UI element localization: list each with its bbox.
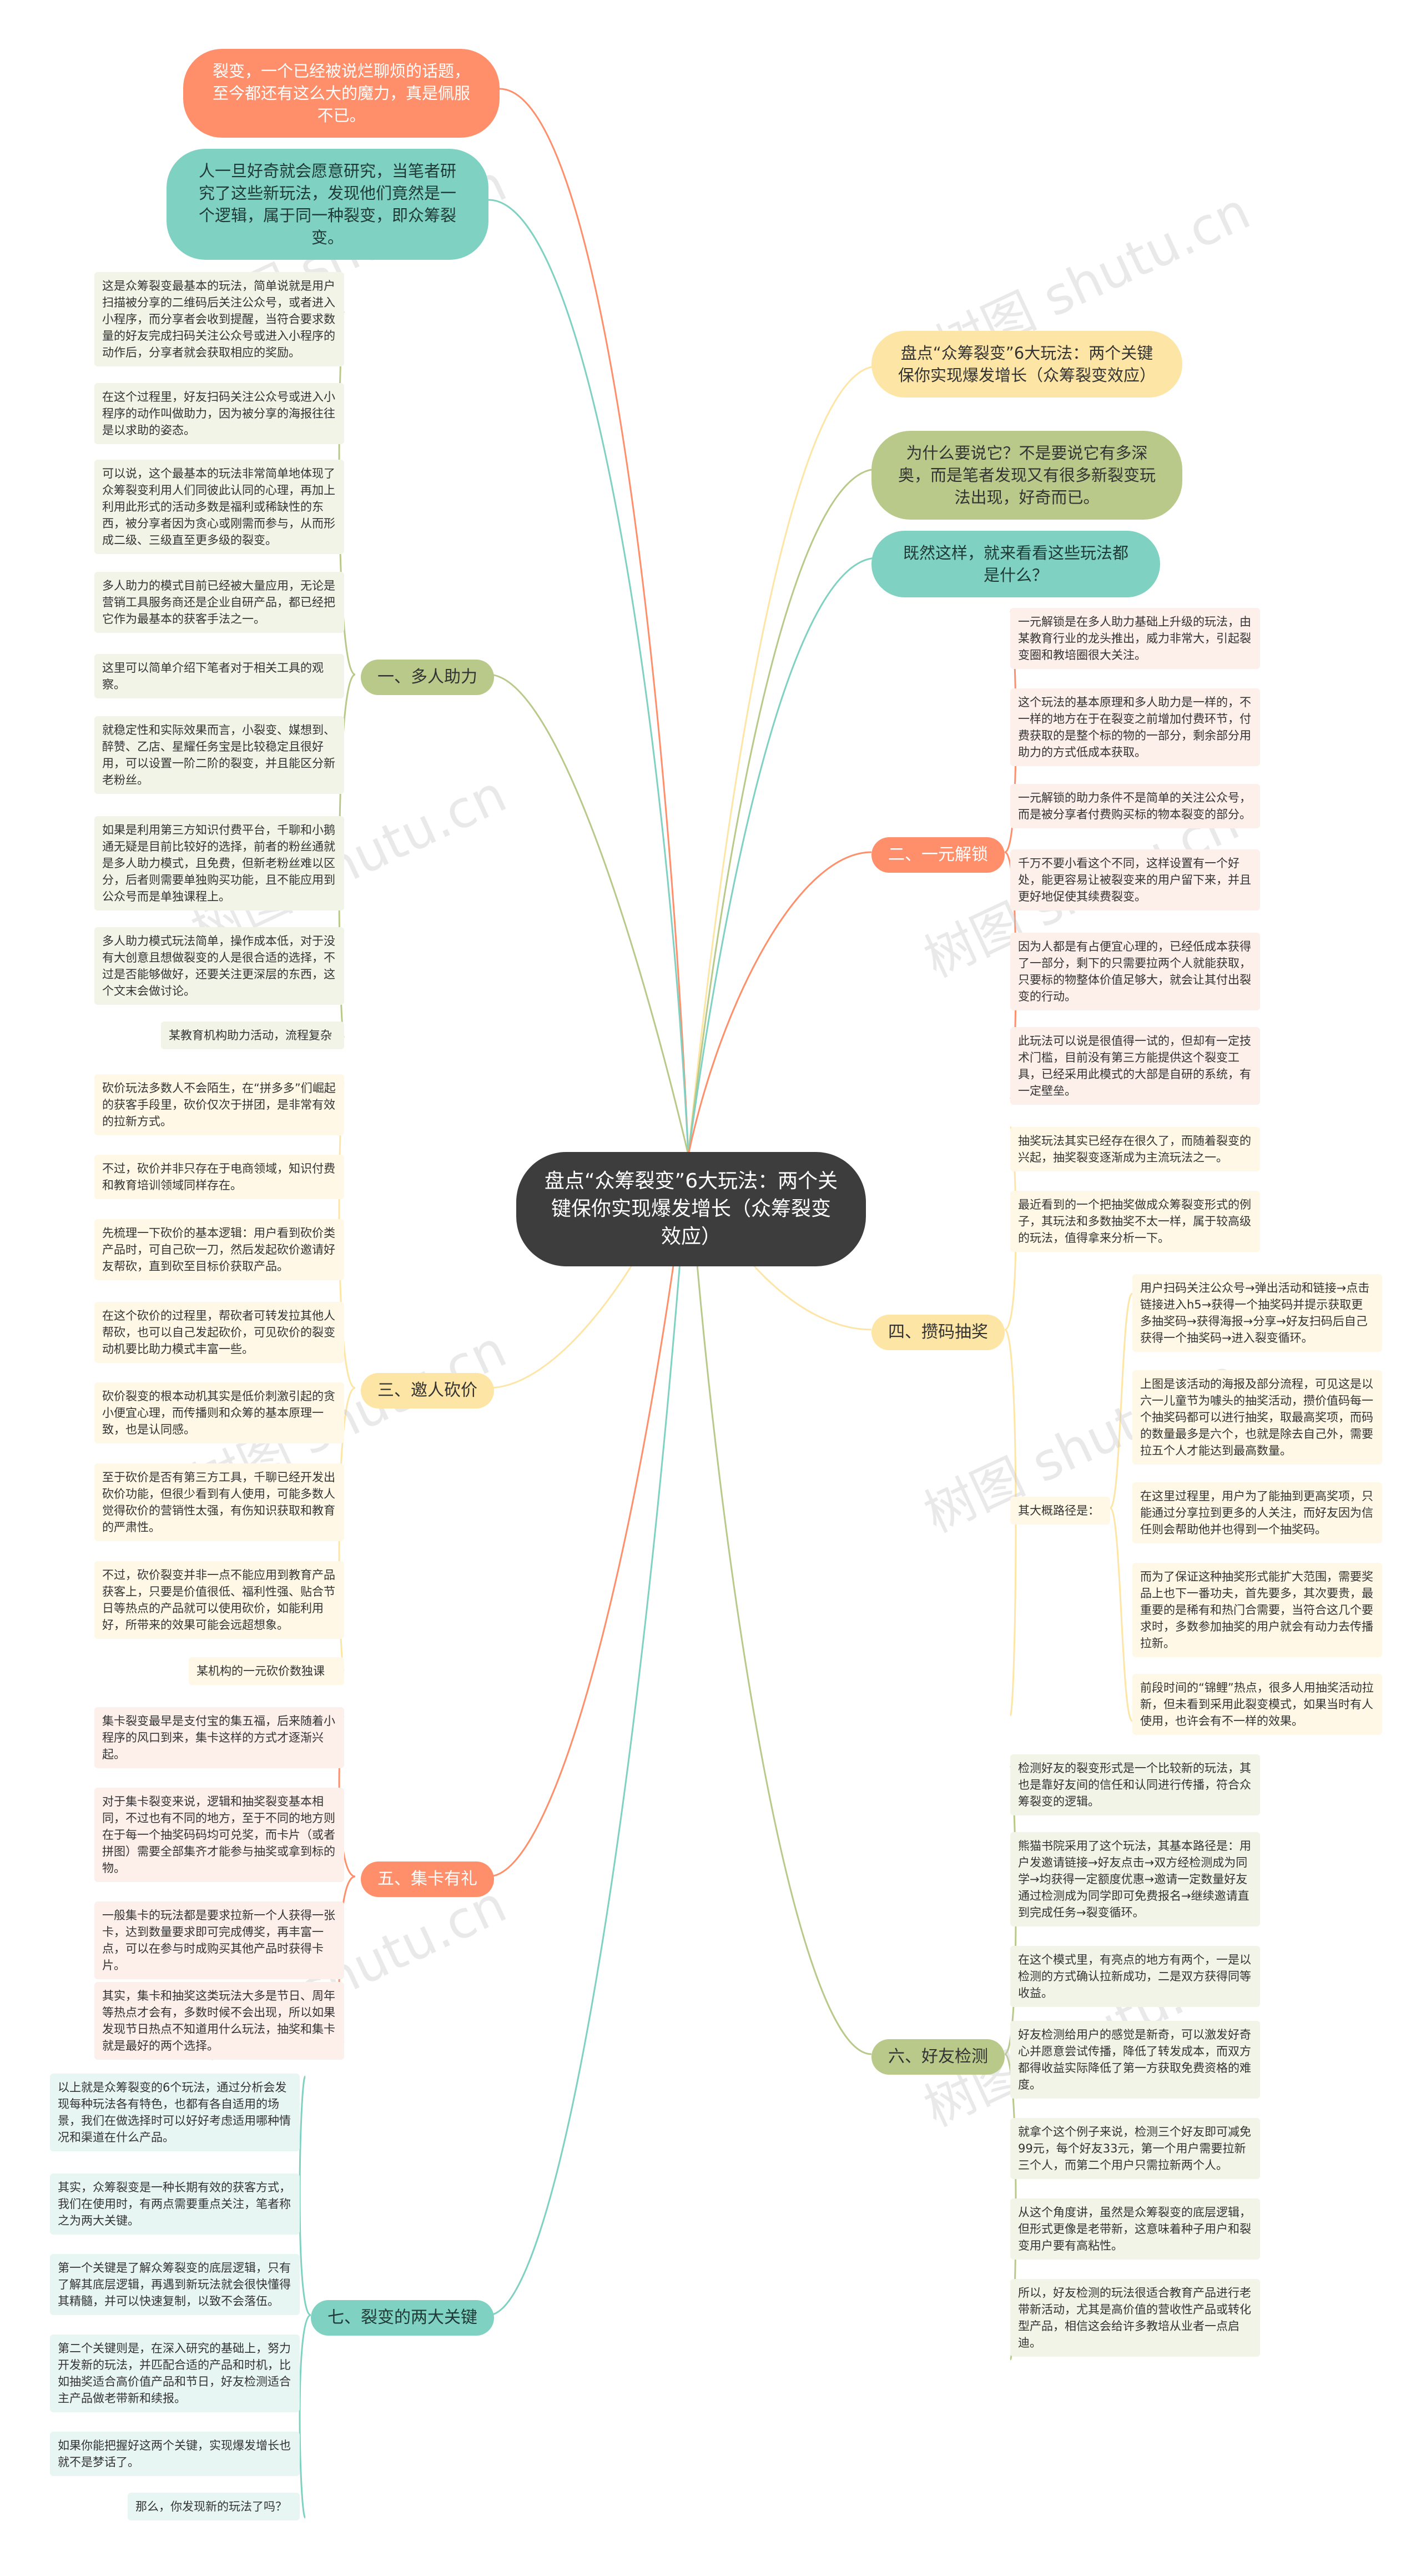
b7-card[interactable]: 如果你能把握好这两个关键，实现爆发增长也就不是梦话了。: [50, 2432, 300, 2476]
central-topic[interactable]: 盘点“众筹裂变”6大玩法：两个关键保你实现爆发增长（众筹裂变效应）: [516, 1152, 866, 1266]
b4-card[interactable]: 在这里过程里，用户为了能抽到更高奖项，只能通过分享拉到更多的人关注，而好友因为信…: [1132, 1482, 1382, 1543]
branch-3-label[interactable]: 三、邀人砍价: [361, 1373, 494, 1408]
b4-card[interactable]: 上图是该活动的海报及部分流程，可见这是以六一儿童节为噱头的抽奖活动，攒价值码每一…: [1132, 1370, 1382, 1465]
b6-card[interactable]: 好友检测给用户的感觉是新奇，可以激发好奇心并愿意尝试传播，降低了转发成本，而双方…: [1010, 2021, 1260, 2099]
b1-card[interactable]: 多人助力模式玩法简单，操作成本低，对于没有大创意且想做裂变的人是很合适的选择，不…: [94, 927, 344, 1005]
b4-card[interactable]: 抽奖玩法其实已经存在很久了，而随着裂变的兴起，抽奖裂变逐渐成为主流玩法之一。: [1010, 1127, 1260, 1171]
b6-card[interactable]: 从这个角度讲，虽然是众筹裂变的底层逻辑，但形式更像是老带新，这意味着种子用户和裂…: [1010, 2198, 1260, 2260]
b7-card[interactable]: 那么，你发现新的玩法了吗？: [128, 2493, 300, 2520]
intro-bubble-5[interactable]: 既然这样，就来看看这些玩法都是什么？: [871, 531, 1160, 597]
intro-bubble-1[interactable]: 裂变，一个已经被说烂聊烦的话题，至今都还有这么大的魔力，真是佩服不已。: [183, 49, 500, 138]
b7-card[interactable]: 以上就是众筹裂变的6个玩法，通过分析会发现每种玩法各有特色，也都有各自适用的场景…: [50, 2074, 300, 2151]
b3-card[interactable]: 不过，砍价裂变并非一点不能应用到教育产品获客上，只要是价值很低、福利性强、贴合节…: [94, 1561, 344, 1639]
b1-card[interactable]: 在这个过程里，好友扫码关注公众号或进入小程序的动作叫做助力，因为被分享的海报往往…: [94, 383, 344, 444]
b2-card[interactable]: 千万不要小看这个不同，这样设置有一个好处，能更容易让被裂变来的用户留下来，并且更…: [1010, 849, 1260, 910]
branch-1-label[interactable]: 一、多人助力: [361, 660, 494, 695]
b4-card[interactable]: 而为了保证这种抽奖形式能扩大范围，需要奖品上也下一番功夫，首先要多，其次要贵，最…: [1132, 1563, 1382, 1657]
b4-card[interactable]: 用户扫码关注公众号→弹出活动和链接→点击链接进入h5→获得一个抽奖码并提示获取更…: [1132, 1274, 1382, 1352]
b2-card[interactable]: 这个玩法的基本原理和多人助力是一样的，不一样的地方在于在裂变之前增加付费环节，付…: [1010, 688, 1260, 766]
b5-card[interactable]: 对于集卡裂变来说，逻辑和抽奖裂变基本相同，不过也有不同的地方，至于不同的地方则在…: [94, 1788, 344, 1882]
b3-card[interactable]: 砍价玩法多数人不会陌生，在“拼多多”们崛起的获客手段里，砍价仅次于拼团，是非常有…: [94, 1074, 344, 1135]
b4-card[interactable]: 前段时间的“锦鲤”热点，很多人用抽奖活动拉新，但未看到采用此裂变模式，如果当时有…: [1132, 1674, 1382, 1735]
intro-bubble-2[interactable]: 人一旦好奇就会愿意研究，当笔者研究了这些新玩法，发现他们竟然是一个逻辑，属于同一…: [167, 149, 488, 260]
b6-card[interactable]: 检测好友的裂变形式是一个比较新的玩法，其也是靠好友间的信任和认同进行传播，符合众…: [1010, 1754, 1260, 1815]
intro-bubble-3[interactable]: 盘点“众筹裂变”6大玩法：两个关键保你实现爆发增长（众筹裂变效应）: [871, 331, 1182, 398]
b1-card[interactable]: 就稳定性和实际效果而言，小裂变、媒想到、醉赞、乙店、星耀任务宝是比较稳定且很好用…: [94, 716, 344, 794]
b2-card[interactable]: 一元解锁的助力条件不是简单的关注公众号，而是被分享者付费购买标的物本裂变的部分。: [1010, 784, 1260, 828]
b5-card[interactable]: 其实，集卡和抽奖这类玩法大多是节日、周年等热点才会有，多数时候不会出现，所以如果…: [94, 1982, 344, 2060]
b1-card[interactable]: 某教育机构助力活动，流程复杂: [161, 1022, 344, 1049]
b4-sub-label[interactable]: 其大概路径是：: [1010, 1497, 1110, 1525]
b7-card[interactable]: 其实，众筹裂变是一种长期有效的获客方式，我们在使用时，有两点需要重点关注，笔者称…: [50, 2174, 300, 2235]
b2-card[interactable]: 此玩法可以说是很值得一试的，但却有一定技术门槛，目前没有第三方能提供这个裂变工具…: [1010, 1027, 1260, 1105]
b6-card[interactable]: 就拿个这个例子来说，检测三个好友即可减免99元，每个好友33元，第一个用户需要拉…: [1010, 2118, 1260, 2179]
b7-card[interactable]: 第一个关键是了解众筹裂变的底层逻辑，只有了解其底层逻辑，再遇到新玩法就会很快懂得…: [50, 2254, 300, 2315]
branch-4-label[interactable]: 四、攒码抽奖: [871, 1315, 1005, 1350]
b3-card[interactable]: 先梳理一下砍价的基本逻辑：用户看到砍价类产品时，可自己砍一刀，然后发起砍价邀请好…: [94, 1219, 344, 1280]
b6-card[interactable]: 在这个模式里，有亮点的地方有两个，一是以检测的方式确认拉新成功，二是双方获得同等…: [1010, 1946, 1260, 2007]
b1-card[interactable]: 可以说，这个最基本的玩法非常简单地体现了众筹裂变利用人们同彼此认同的心理，再加上…: [94, 460, 344, 554]
b3-card[interactable]: 某机构的一元砍价数独课: [189, 1657, 344, 1685]
branch-5-label[interactable]: 五、集卡有礼: [361, 1861, 494, 1897]
b5-card[interactable]: 集卡裂变最早是支付宝的集五福，后来随着小程序的风口到来，集卡这样的方式才逐渐兴起…: [94, 1707, 344, 1768]
b1-card[interactable]: 这里可以简单介绍下笔者对于相关工具的观察。: [94, 654, 344, 698]
b1-card[interactable]: 这是众筹裂变最基本的玩法，简单说就是用户扫描被分享的二维码后关注公众号，或者进入…: [94, 272, 344, 366]
b7-card[interactable]: 第二个关键则是，在深入研究的基础上，努力开发新的玩法，并匹配合适的产品和时机，比…: [50, 2334, 300, 2412]
b3-card[interactable]: 至于砍价是否有第三方工具，千聊已经开发出砍价功能，但很少看到有人使用，可能多数人…: [94, 1463, 344, 1541]
b2-card[interactable]: 因为人都是有占便宜心理的，已经低成本获得了一部分，剩下的只需要拉两个人就能获取，…: [1010, 933, 1260, 1010]
b4-card[interactable]: 最近看到的一个把抽奖做成众筹裂变形式的例子，其玩法和多数抽奖不太一样，属于较高级…: [1010, 1191, 1260, 1252]
b1-card[interactable]: 如果是利用第三方知识付费平台，千聊和小鹅通无疑是目前比较好的选择，前者的粉丝通就…: [94, 816, 344, 910]
branch-6-label[interactable]: 六、好友检测: [871, 2039, 1005, 2075]
b3-card[interactable]: 在这个砍价的过程里，帮砍者可转发拉其他人帮砍，也可以自己发起砍价，可见砍价的裂变…: [94, 1302, 344, 1363]
branch-2-label[interactable]: 二、一元解锁: [871, 837, 1005, 873]
b6-card[interactable]: 熊猫书院采用了这个玩法，其基本路径是：用户发邀请链接→好友点击→双方经检测成为同…: [1010, 1832, 1260, 1926]
b3-card[interactable]: 砍价裂变的根本动机其实是低价刺激引起的贪小便宜心理，而传播则和众筹的基本原理一致…: [94, 1382, 344, 1443]
b1-card[interactable]: 多人助力的模式目前已经被大量应用，无论是营销工具服务商还是企业自研产品，都已经把…: [94, 572, 344, 633]
branch-7-label[interactable]: 七、裂变的两大关键: [311, 2300, 494, 2336]
b3-card[interactable]: 不过，砍价并非只存在于电商领域，知识付费和教育培训领域同样存在。: [94, 1155, 344, 1199]
b5-card[interactable]: 一般集卡的玩法都是要求拉新一个人获得一张卡，达到数量要求即可完成傅奖，再丰富一点…: [94, 1901, 344, 1979]
b6-card[interactable]: 所以，好友检测的玩法很适合教育产品进行老带新活动，尤其是高价值的营收性产品或转化…: [1010, 2279, 1260, 2357]
intro-bubble-4[interactable]: 为什么要说它？不是要说它有多深奥，而是笔者发现又有很多新裂变玩法出现，好奇而已。: [871, 431, 1182, 520]
b2-card[interactable]: 一元解锁是在多人助力基础上升级的玩法，由某教育行业的龙头推出，威力非常大，引起裂…: [1010, 608, 1260, 669]
